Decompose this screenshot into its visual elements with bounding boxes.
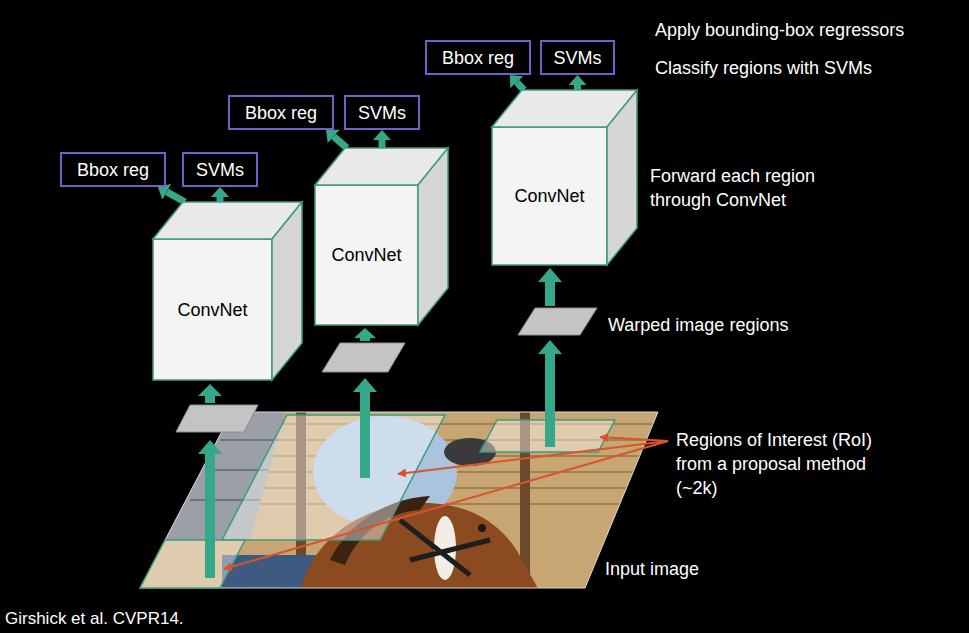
- horse-bridle: [400, 520, 490, 575]
- node-text: ConvNet: [492, 127, 607, 265]
- node-text: ConvNet: [153, 239, 272, 380]
- node-text: Bbox reg: [77, 159, 149, 181]
- cube-shape: [492, 90, 637, 265]
- node-text: ConvNet: [315, 185, 418, 325]
- node-text: SVMs: [358, 102, 406, 124]
- roi-region: [140, 540, 245, 588]
- output-box: Bbox reg: [60, 152, 166, 187]
- warped-patch: [176, 405, 258, 432]
- roi-region: [222, 415, 445, 540]
- region-arrow: [538, 340, 562, 447]
- warped-patch: [322, 343, 405, 372]
- shelf-line: [220, 439, 278, 441]
- leader-line: [224, 441, 668, 569]
- region-arrow: [353, 378, 377, 478]
- node-text: Bbox reg: [245, 102, 317, 124]
- image-caption: Input image: [605, 557, 905, 581]
- cube-face: [492, 127, 607, 265]
- label-holder: Warped image regions: [608, 313, 908, 337]
- step-note: Forward each region through ConvNet: [650, 164, 860, 212]
- cube-face: [272, 202, 302, 380]
- cube-face: [153, 239, 272, 380]
- flow-arrow: [334, 137, 347, 148]
- cube-shape: [315, 148, 448, 325]
- label-holder: Classify regions with SVMs: [655, 56, 955, 80]
- label-holder: Apply bounding-box regressors: [655, 18, 955, 42]
- output-box: SVMs: [344, 95, 420, 130]
- flow-arrow: [517, 82, 524, 90]
- node-text: SVMs: [553, 47, 601, 69]
- label-holder: Girshick et al. CVPR14.: [5, 607, 405, 631]
- stable-wall: [130, 405, 670, 595]
- convnet-cube: ConvNet: [492, 90, 637, 265]
- flow-arrow: [379, 140, 386, 148]
- horse-eye: [478, 524, 486, 532]
- leader-lines: [224, 437, 668, 569]
- convnet-cube: ConvNet: [315, 148, 448, 325]
- region-arrow: [198, 440, 222, 578]
- node-text: SVMs: [196, 159, 244, 181]
- label-holder: Regions of Interest (RoI) from a proposa…: [676, 428, 901, 500]
- output-box: Bbox reg: [425, 40, 531, 75]
- patch-arrow: [538, 268, 562, 306]
- cube-face: [418, 148, 448, 325]
- flow-arrow: [167, 192, 185, 202]
- photo-frame: [140, 412, 658, 588]
- patch-arrow: [354, 328, 376, 341]
- callout-note: Regions of Interest (RoI) from a proposa…: [676, 428, 901, 500]
- leader-line: [600, 437, 668, 441]
- citation: Girshick et al. CVPR14.: [5, 607, 405, 631]
- cube-face: [607, 90, 637, 265]
- output-box: SVMs: [182, 152, 258, 187]
- patch-arrow: [198, 384, 222, 403]
- step-note: Classify regions with SVMs: [655, 56, 955, 80]
- step-note: Apply bounding-box regressors: [655, 18, 955, 42]
- label-holder: Forward each region through ConvNet: [650, 164, 860, 212]
- convnet-cube: ConvNet: [153, 202, 302, 380]
- cube-shape: [153, 202, 302, 380]
- output-box: Bbox reg: [228, 95, 334, 130]
- output-box: SVMs: [540, 40, 615, 75]
- step-note: Warped image regions: [608, 313, 908, 337]
- warped-patch: [518, 308, 597, 335]
- label-holder: Input image: [605, 557, 905, 581]
- leader-line: [398, 441, 668, 474]
- node-text: Bbox reg: [442, 47, 514, 69]
- input-photo: [130, 405, 670, 595]
- cube-face: [315, 185, 418, 325]
